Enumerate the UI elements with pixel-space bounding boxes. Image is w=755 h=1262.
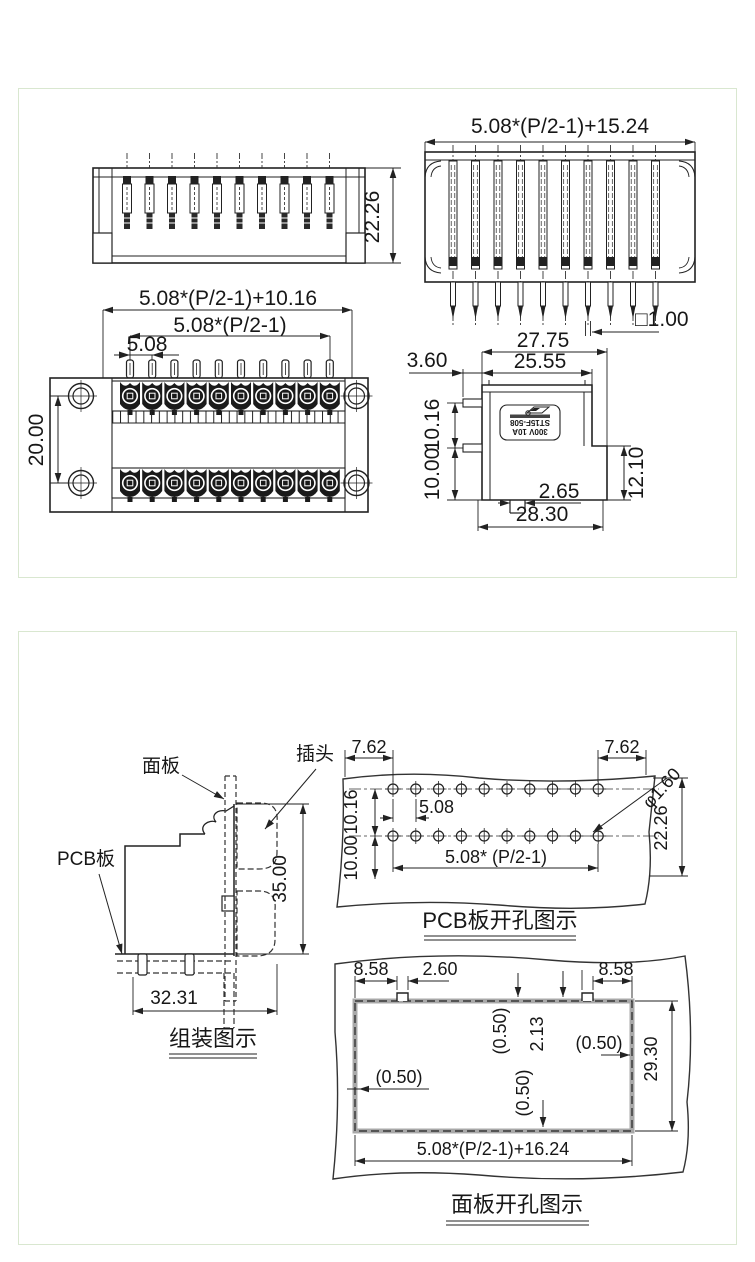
dim-213: 2.13 — [527, 1016, 547, 1051]
spec-panel-mounting: 面板 插头 PCB板 — [18, 631, 737, 1245]
dim-1000: 10.00 — [421, 448, 444, 501]
view-side-right: 27.75 25.55 3.60 — [407, 329, 648, 531]
label-pcb: PCB板 — [57, 848, 115, 870]
caption-panel-cutout: 面板开孔图示 — [451, 1192, 583, 1217]
dim-050-right: (0.50) — [575, 1033, 622, 1053]
dim-1016: 10.16 — [421, 399, 444, 452]
dim-360: 3.60 — [407, 349, 448, 372]
dim-width-outer: 5.08*(P/2-1)+10.16 — [139, 287, 317, 310]
dim-050-bottom: (0.50) — [513, 1069, 533, 1116]
dim-pitch: 5.08 — [127, 333, 168, 356]
front-view-dimensions: 5.08*(P/2-1)+10.16 5.08*(P/2-1) 5.08 — [102, 287, 353, 386]
dim-1000-pcb: 10.00 — [341, 835, 361, 880]
panel-cutout-diagram: 8.58 2.60 8.58 (0.50) 2.13 (0.50) (0.50)… — [332, 955, 692, 1226]
connector-dimension-drawing: 22.26 5.08*(P/2-1)+10.16 5.08*(P/2-1) 5.… — [25, 115, 696, 531]
dim-762-right: 7.62 — [604, 737, 639, 757]
dim-2226-pcb: 22.26 — [651, 805, 671, 850]
marking-rating: 300V 10A — [512, 427, 548, 436]
dim-2775: 27.75 — [517, 329, 570, 352]
dim-3500: 35.00 — [270, 855, 291, 903]
pcb-drill-diagram: 7.62 7.62 10.16 10.00 5.08 — [336, 737, 688, 941]
dim-1016-pcb: 10.16 — [341, 789, 361, 834]
dim-260: 2.60 — [422, 959, 457, 979]
assembly-diagram: 面板 插头 PCB板 — [57, 743, 334, 1059]
view-top: 5.08*(P/2-1)+15.24 — [424, 115, 696, 336]
dim-265: 2.65 — [539, 480, 580, 503]
dim-2555: 25.55 — [514, 350, 567, 373]
caption-pcb-drill: PCB板开孔图示 — [422, 908, 577, 933]
label-panel: 面板 — [142, 755, 180, 777]
dim-050-left: (0.50) — [375, 1067, 422, 1087]
dim-cutout-width: 5.08*(P/2-1)+16.24 — [417, 1139, 570, 1159]
product-marking: 300V 10A ST15F-508 — [509, 406, 551, 436]
arrow — [119, 351, 130, 359]
caption-assembly: 组装图示 — [169, 1026, 257, 1051]
dim-858-right: 8.58 — [598, 959, 633, 979]
dim-508-pcb: 5.08 — [419, 797, 454, 817]
label-plug: 插头 — [296, 743, 334, 765]
view-front: 20.00 — [25, 359, 374, 513]
dim-span-pcb: 5.08* (P/2-1) — [445, 847, 547, 867]
dim-2830: 28.30 — [516, 503, 569, 526]
dim-row-spacing: 20.00 — [25, 414, 48, 467]
marking-model: ST15F-508 — [509, 418, 550, 427]
dim-858-left: 8.58 — [353, 959, 388, 979]
dim-width-pins: 5.08*(P/2-1) — [173, 314, 286, 337]
spec-panel-dimensions: 22.26 5.08*(P/2-1)+10.16 5.08*(P/2-1) 5.… — [18, 88, 737, 578]
arrow — [152, 351, 163, 359]
dim-2930: 29.30 — [641, 1036, 661, 1081]
dim-1210: 12.10 — [625, 447, 648, 500]
dim-height-2226: 22.26 — [361, 191, 384, 244]
dim-pin-square: □1.00 — [635, 308, 689, 331]
mounting-diagrams: 面板 插头 PCB板 — [57, 737, 692, 1226]
dim-width-total: 5.08*(P/2-1)+15.24 — [471, 115, 649, 138]
view-side-elevation: 22.26 — [92, 152, 401, 264]
dim-3231: 32.31 — [150, 988, 198, 1009]
dim-050-top: (0.50) — [490, 1007, 510, 1054]
dim-762-left: 7.62 — [351, 737, 386, 757]
